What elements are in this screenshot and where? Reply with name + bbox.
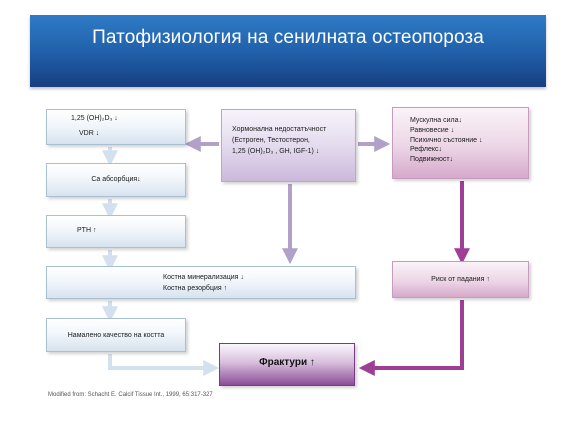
muscle-strength-line: Мускулна сила↓ — [410, 117, 462, 124]
arrow-falls-to-fractures — [358, 300, 464, 376]
reflex-line: Рефлекс↓ — [410, 146, 442, 154]
fractures-label: Фрактури ↑ — [259, 357, 315, 368]
fractures-box: Фрактури ↑ — [219, 343, 355, 386]
balance-line: Равновесие ↓ — [410, 126, 455, 134]
muscle-factors-box: Мускулна сила↓ Равновесие ↓ Психично със… — [392, 107, 529, 179]
vitamin-d-line: 1,25 (OH)₂D₃ ↓ — [71, 115, 118, 122]
pth-box: PTH ↑ — [46, 215, 186, 248]
vdr-line: VDR ↓ — [79, 129, 100, 137]
citation: Modified from: Schacht E. Calcif Tissue … — [48, 392, 213, 398]
bone-quality-label: Намалено качество на костта — [67, 332, 165, 339]
hormone-deficiency-box: Хормонална недостатъчност (Естроген, Тес… — [221, 109, 356, 182]
fall-risk-box: Риск от падания ↑ — [392, 261, 529, 298]
arrow-quality-to-fractures — [108, 354, 220, 376]
title-bar: Патофизиология на сенилната остеопороза — [30, 15, 546, 87]
pth-label: PTH ↑ — [77, 227, 97, 234]
mobility-line: Подвижност↓ — [410, 156, 454, 163]
slide-title: Патофизиология на сенилната остеопороза — [92, 27, 484, 48]
hormone-line-1: Хормонална недостатъчност — [232, 126, 327, 133]
bone-mineralization-line: Костна минерализация ↓ — [163, 274, 244, 281]
bone-quality-box: Намалено качество на костта — [46, 318, 186, 352]
bone-mineralization-box: Костна минерализация ↓ Костна резорбция … — [46, 266, 356, 299]
ca-absorption-label: Ca абсорбция↓ — [91, 176, 141, 183]
ca-absorption-box: Ca абсорбция↓ — [46, 163, 186, 197]
vitamin-d-box: 1,25 (OH)₂D₃ ↓ VDR ↓ — [46, 109, 186, 145]
hormone-line-2: (Естроген, Тестостерон, — [232, 136, 310, 144]
bone-resorption-line: Костна резорбция ↑ — [163, 284, 228, 292]
mental-state-line: Психично състояние ↓ — [410, 136, 483, 144]
hormone-line-3: 1,25 (OH)₂D₃ , GH, IGF-1) ↓ — [232, 147, 320, 155]
fall-risk-label: Риск от падания ↑ — [431, 276, 490, 283]
